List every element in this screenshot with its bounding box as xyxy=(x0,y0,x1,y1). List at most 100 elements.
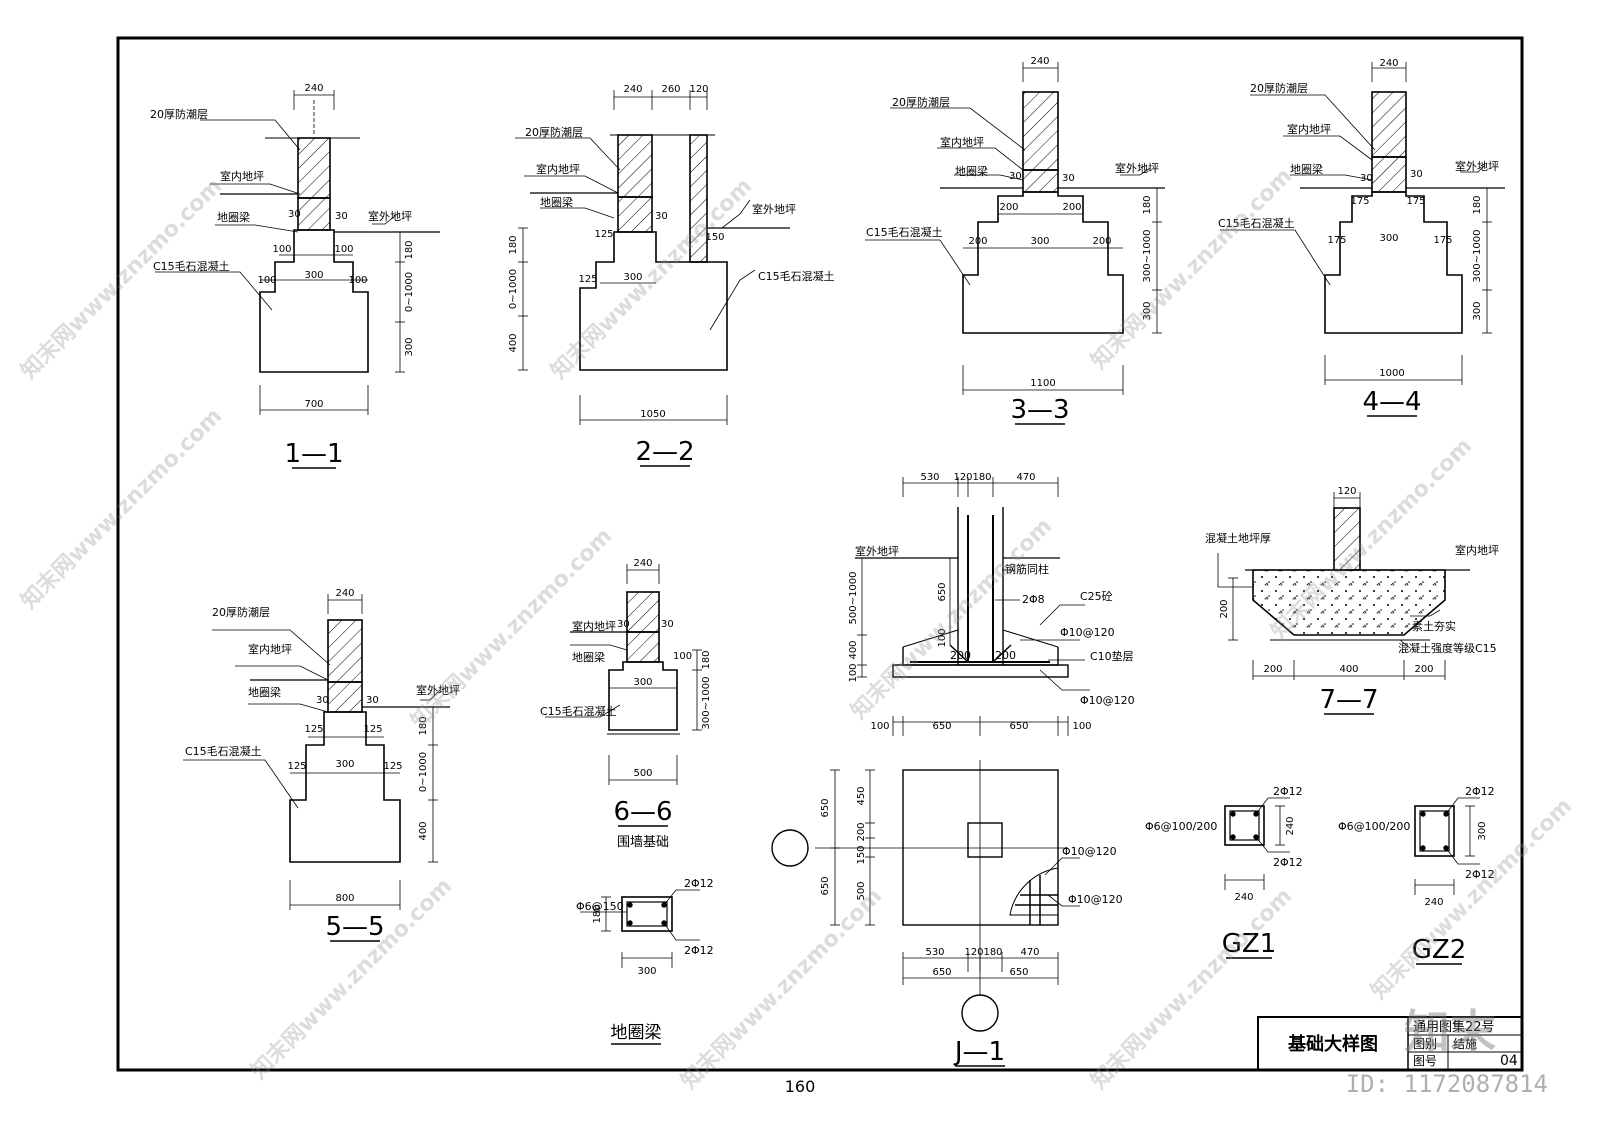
label-outdoor-floor: 室外地坪 xyxy=(1455,159,1499,173)
dim-wall-width: 240 xyxy=(1379,58,1398,69)
label-rebar-phi10-b: Φ10@120 xyxy=(1080,694,1135,707)
label-outdoor-floor: 室外地坪 xyxy=(855,544,899,558)
footing-title-j1: J—1 xyxy=(953,1037,1005,1067)
label-indoor-floor: 室内地坪 xyxy=(940,135,984,149)
label-top-bars: 2Φ12 xyxy=(1273,785,1303,798)
section-title-5-5: 5—5 xyxy=(325,912,384,942)
section-title-6-6: 6—6 xyxy=(613,797,672,827)
label-dpc: 20厚防潮层 xyxy=(1250,81,1308,95)
dim-height-180: 180 xyxy=(1142,195,1153,214)
label-indoor-floor: 室内地坪 xyxy=(536,162,580,176)
dim-650-right: 650 xyxy=(1009,721,1028,732)
dim-step1-right: 100 xyxy=(334,244,353,255)
section-1-1: 240 30 30 100 100 300 100 100 700 180 0~… xyxy=(150,83,440,469)
section-subtitle-6-6: 围墙基础 xyxy=(617,835,669,850)
label-rebar-phi10-a: Φ10@120 xyxy=(1060,626,1115,639)
dim-height-300: 300 xyxy=(1142,301,1153,320)
dim-30-right: 30 xyxy=(366,695,379,706)
dim-plan-650-top: 650 xyxy=(820,798,831,817)
dim-plan-500: 500 xyxy=(856,881,867,900)
dim-100-vertical: 100 xyxy=(937,628,948,647)
label-rubble-concrete: C15毛石混凝土 xyxy=(185,744,262,758)
dim-wall-width: 240 xyxy=(304,83,323,94)
watermark-text: 知末网www.znzmo.com xyxy=(16,403,227,614)
section-2-2: 240 260 120 30 125 150 300 125 1050 180 … xyxy=(508,84,835,467)
dim-height-variable: 0~1000 xyxy=(418,752,429,792)
label-c10-blinding: C10垫层 xyxy=(1090,649,1134,663)
watermark-text: 知末网www.znzmo.com xyxy=(1086,163,1297,374)
label-tamped-soil: 素土夯实 xyxy=(1412,619,1456,633)
dim-180: 180 xyxy=(983,947,1002,958)
label-rubble-concrete: C15毛石混凝土 xyxy=(540,704,617,718)
label-rubble-concrete: C15毛石混凝土 xyxy=(153,259,230,273)
label-dpc: 20厚防潮层 xyxy=(212,605,270,619)
label-rubble-concrete: C15毛石混凝土 xyxy=(866,225,943,239)
dim-height: 240 xyxy=(1285,816,1296,835)
watermark-logo: 知末 xyxy=(1404,1005,1496,1059)
section-title-2-2: 2—2 xyxy=(635,437,694,467)
dim-120: 120 xyxy=(1337,486,1356,497)
dim-120: 120 xyxy=(953,472,972,483)
dim-height-300: 300 xyxy=(404,337,415,356)
label-indoor-floor: 室内地坪 xyxy=(1455,543,1499,557)
dim-height-variable: 300~1000 xyxy=(1142,230,1153,283)
drawing-type-label: 图别 xyxy=(1413,1037,1437,1051)
ring-beam-title: 地圈梁 xyxy=(611,1023,662,1043)
dim-125-d: 125 xyxy=(383,761,402,772)
label-indoor-floor: 室内地坪 xyxy=(248,642,292,656)
column-title-gz2: GZ2 xyxy=(1412,935,1467,965)
dim-wall-width: 240 xyxy=(1030,56,1049,67)
dim-100: 100 xyxy=(673,651,692,662)
dim-400: 400 xyxy=(1339,664,1358,675)
dim-125-c: 125 xyxy=(287,761,306,772)
dim-wall-width: 240 xyxy=(335,588,354,599)
dim-200-b: 200 xyxy=(1062,202,1081,213)
dim-step1-left: 100 xyxy=(272,244,291,255)
label-c25-concrete: C25砼 xyxy=(1080,590,1113,603)
dim-plan-150: 150 xyxy=(856,845,867,864)
dim-300: 300 xyxy=(623,272,642,283)
dim-125-bottom: 125 xyxy=(578,274,597,285)
dim-step2-left: 100 xyxy=(257,275,276,286)
label-ring-beam: 地圈梁 xyxy=(1290,162,1323,176)
label-indoor-floor: 室内地坪 xyxy=(220,169,264,183)
dim-height-variable: 0~1000 xyxy=(404,272,415,312)
dim-200-right: 200 xyxy=(995,649,1016,662)
dim-height-300: 300 xyxy=(1472,301,1483,320)
section-7-7: 120 200 200 400 200 混凝土地坪厚 室内地坪 素土夯实 混凝土… xyxy=(1205,486,1499,715)
watermark-text: 知末网www.znzmo.com xyxy=(1086,883,1297,1094)
dim-width: 300 xyxy=(637,966,656,977)
label-top-bars: 2Φ12 xyxy=(684,877,714,890)
title-block xyxy=(1257,1016,1523,1071)
j1-top-dims: 530 120 180 470 xyxy=(920,472,1035,483)
dim-height: 300 xyxy=(1477,821,1488,840)
dim-300: 300 xyxy=(335,759,354,770)
label-outdoor-floor: 室外地坪 xyxy=(368,209,412,223)
dim-125-top: 125 xyxy=(594,229,613,240)
label-outdoor-floor: 室外地坪 xyxy=(752,202,796,216)
dim-200-left: 200 xyxy=(950,649,971,662)
label-ring-beam: 地圈梁 xyxy=(248,685,281,699)
dim-foundation-width: 1100 xyxy=(1030,378,1055,389)
dim-foundation-width: 800 xyxy=(335,893,354,904)
dim-30-left: 30 xyxy=(1009,171,1022,182)
dim-30-right: 30 xyxy=(335,211,348,222)
dim-300: 300 xyxy=(633,677,652,688)
ring-beam-detail: 2Φ12 Φ6@150 2Φ12 180 300 地圈梁 xyxy=(576,877,714,1045)
dim-200-c: 200 xyxy=(968,236,987,247)
dim-470: 470 xyxy=(1020,947,1039,958)
dim-base-top: 300 xyxy=(304,270,323,281)
dim-200-left: 200 xyxy=(1263,664,1282,675)
label-top-bars: 2Φ12 xyxy=(1465,785,1495,798)
dim-120: 120 xyxy=(689,84,708,95)
dim-step2-right: 100 xyxy=(348,275,367,286)
label-bottom-bars: 2Φ12 xyxy=(1273,856,1303,869)
section-6-6: 240 30 30 100 300 500 180 300~1000 室内地坪 … xyxy=(540,558,712,850)
column-gz1-detail: 2Φ12 Φ6@100/200 2Φ12 240 240 GZ1 xyxy=(1145,785,1303,959)
dim-height-variable: 0~1000 xyxy=(508,269,519,309)
section-title-4-4: 4—4 xyxy=(1362,387,1421,417)
dim-175-c: 175 xyxy=(1327,235,1346,246)
label-rubble-concrete: C15毛石混凝土 xyxy=(1218,216,1295,230)
dim-height-180: 180 xyxy=(418,716,429,735)
